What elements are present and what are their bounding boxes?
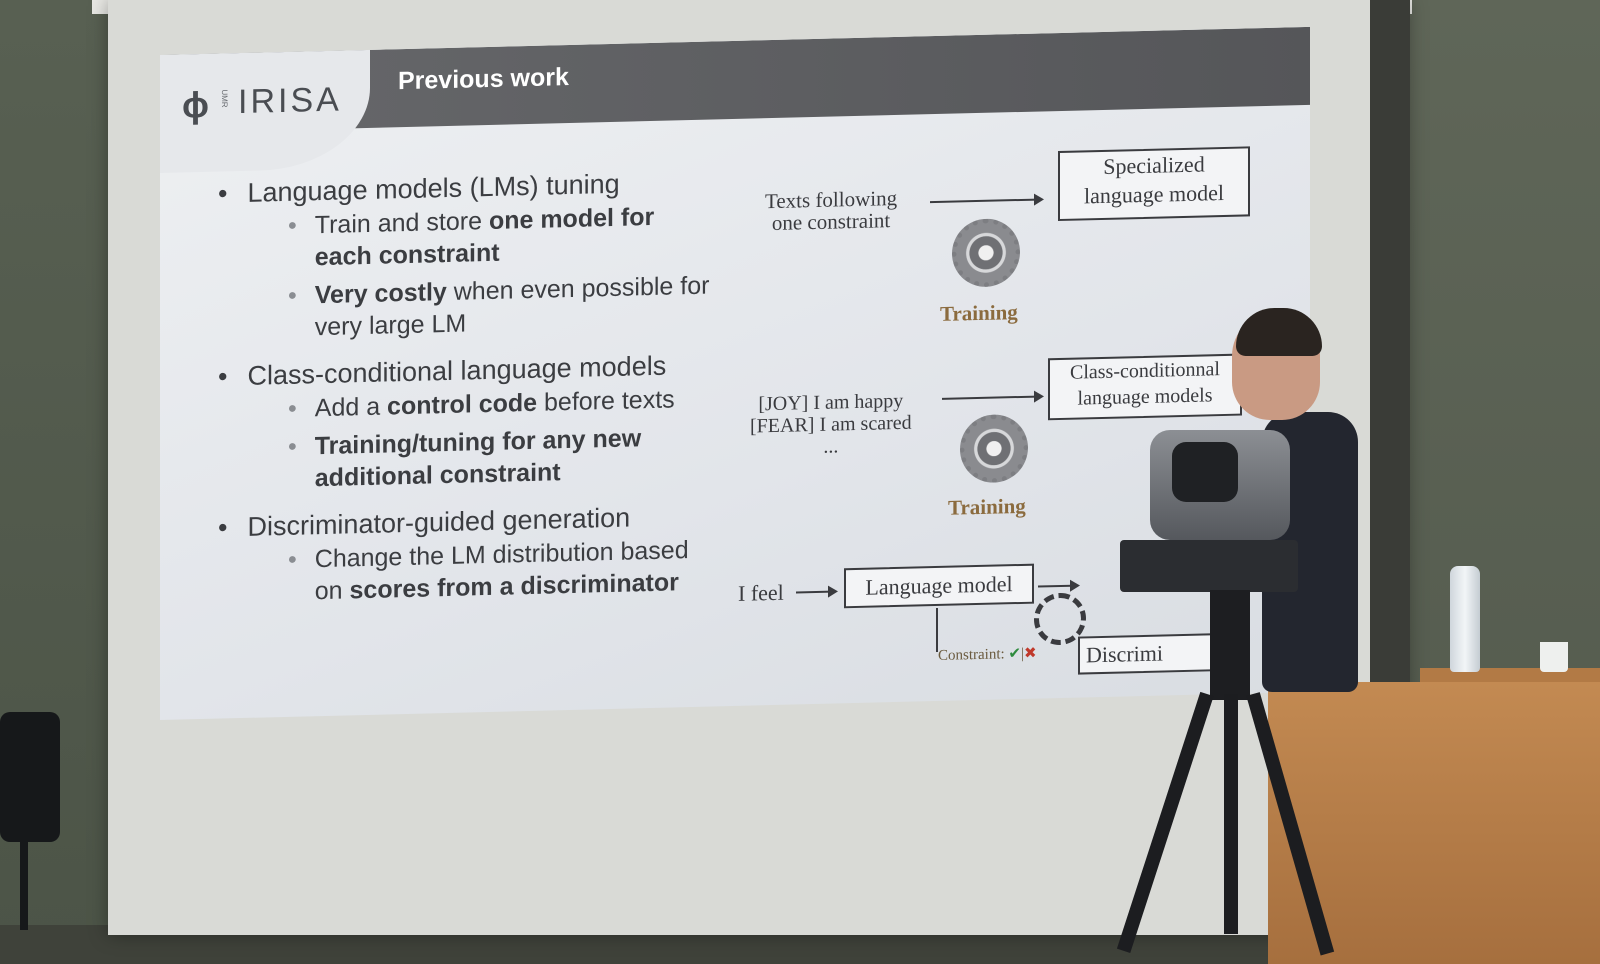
irisa-logo-icon: ϕ	[182, 83, 209, 126]
cup	[1540, 642, 1568, 672]
diagram1-input: Texts following one constraint	[765, 185, 898, 236]
sub-bullet-item: Train and store one model for each const…	[288, 199, 718, 274]
camera-base	[1120, 540, 1298, 592]
check-icon: ✔	[1008, 645, 1021, 663]
desk-top	[1420, 668, 1600, 684]
presenter-hair	[1236, 308, 1322, 356]
constraint-label: Constraint: ✔|✖	[938, 645, 1037, 664]
training-label: Training	[948, 493, 1026, 520]
specialized-model-box: Specialized language model	[1058, 146, 1250, 222]
tripod-head	[1210, 590, 1250, 700]
sub-bullet-item: Change the LM distribution based on scor…	[288, 533, 718, 608]
sub-bullet-item: Training/tuning for any new additional c…	[288, 420, 718, 495]
chair-leg	[20, 840, 28, 930]
arrow	[1038, 584, 1078, 588]
sub-bullet-item: Very costly when even possible for very …	[288, 269, 718, 344]
gear-icon	[952, 217, 1020, 288]
arrow	[930, 198, 1042, 204]
class-conditional-box: Class-conditionnal language models	[1048, 353, 1242, 421]
logo-area: ϕ UMR IRISA	[160, 49, 370, 174]
arrow	[796, 590, 836, 594]
arrow	[942, 395, 1042, 400]
tripod-leg	[1224, 694, 1238, 934]
water-bottle	[1450, 566, 1480, 672]
slide-title: Previous work	[398, 63, 569, 96]
diagram2-input: [JOY] I am happy [FEAR] I am scared ...	[750, 389, 912, 458]
bullet-list: Language models (LMs) tuning Train and s…	[218, 166, 718, 615]
chair	[0, 712, 60, 842]
gear-icon	[960, 413, 1028, 484]
camera-lens	[1172, 442, 1238, 502]
diagram3-input: I feel	[738, 579, 784, 606]
language-model-box: Language model	[844, 563, 1034, 609]
logo-text: IRISA	[238, 80, 342, 122]
screen-edge	[1370, 0, 1410, 700]
cross-icon: ✖	[1024, 645, 1037, 662]
slide: Previous work ϕ UMR IRISA Language model…	[160, 26, 1310, 721]
logo-small-text: UMR	[220, 89, 229, 108]
training-label: Training	[940, 300, 1018, 326]
